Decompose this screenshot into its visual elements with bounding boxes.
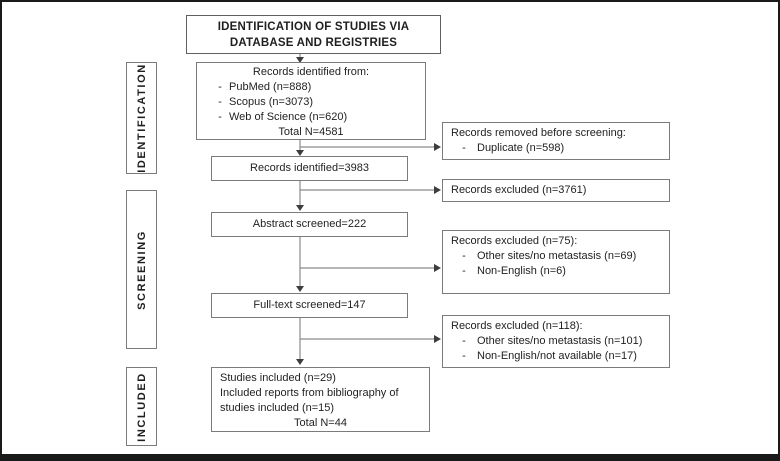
fulltext-screened-text: Full-text screened=147 <box>253 299 366 311</box>
records-removed-header: Records removed before screening: <box>451 127 626 139</box>
arrow-right-icon <box>434 186 441 194</box>
title-box: IDENTIFICATION OF STUDIES VIA DATABASE A… <box>186 15 441 54</box>
list-item: - Duplicate (n=598) <box>451 141 663 156</box>
bullet-dash: - <box>462 265 466 277</box>
phase-box-identification: IDENTIFICATION <box>126 62 157 174</box>
bullet-dash: - <box>462 335 466 347</box>
fulltext-screened-box: Full-text screened=147 <box>211 293 408 318</box>
list-item: - Non-English/not available (n=17) <box>451 349 663 364</box>
arrow-right-icon <box>434 264 441 272</box>
source-pubmed: PubMed (n=888) <box>229 81 312 93</box>
phase-box-screening: SCREENING <box>126 190 157 349</box>
source-web-of-science: Web of Science (n=620) <box>229 111 348 123</box>
records-excluded-3761-text: Records excluded (n=3761) <box>451 184 587 196</box>
excluded-other-sites-69: Other sites/no metastasis (n=69) <box>477 250 637 262</box>
bullet-dash: - <box>218 111 222 123</box>
bullet-dash: - <box>462 142 466 154</box>
bullet-dash: - <box>462 350 466 362</box>
arrow-down-icon <box>296 286 304 292</box>
list-item: - PubMed (n=888) <box>211 80 425 95</box>
included-line-2: Included reports from bibliography of <box>220 387 399 399</box>
studies-included-box: Studies included (n=29) Included reports… <box>211 367 430 432</box>
records-excluded-3761-box: Records excluded (n=3761) <box>442 179 670 202</box>
list-item: - Other sites/no metastasis (n=101) <box>451 334 663 349</box>
records-identified-from-box: Records identified from: - PubMed (n=888… <box>196 62 426 140</box>
duplicate-count: Duplicate (n=598) <box>477 142 565 154</box>
bullet-dash: - <box>462 250 466 262</box>
phase-label-identification: IDENTIFICATION <box>135 63 148 173</box>
included-line-3: studies included (n=15) <box>220 402 335 414</box>
title-line-1: IDENTIFICATION OF STUDIES VIA <box>217 20 410 33</box>
title-line-2: DATABASE AND REGISTRIES <box>229 36 398 49</box>
records-excluded-118-header: Records excluded (n=118): <box>451 320 583 332</box>
arrow-right-icon <box>434 335 441 343</box>
excluded-non-english-6: Non-English (n=6) <box>477 265 566 277</box>
records-identified-box: Records identified=3983 <box>211 156 408 181</box>
arrow-down-icon <box>296 57 304 63</box>
list-item: - Other sites/no metastasis (n=69) <box>451 249 663 264</box>
list-item: - Scopus (n=3073) <box>211 95 425 110</box>
records-from-header: Records identified from: <box>252 66 370 78</box>
arrow-down-icon <box>296 359 304 365</box>
bullet-dash: - <box>218 81 222 93</box>
abstract-screened-box: Abstract screened=222 <box>211 212 408 237</box>
arrow-down-icon <box>296 205 304 211</box>
records-identified-text: Records identified=3983 <box>250 162 369 174</box>
records-excluded-75-box: Records excluded (n=75): - Other sites/n… <box>442 230 670 294</box>
list-item: - Web of Science (n=620) <box>211 110 425 125</box>
records-from-total: Total N=4581 <box>278 126 344 138</box>
phase-label-screening: SCREENING <box>135 229 148 310</box>
excluded-other-sites-101: Other sites/no metastasis (n=101) <box>477 335 643 347</box>
included-total: Total N=44 <box>294 417 347 429</box>
phase-box-included: INCLUDED <box>126 367 157 446</box>
abstract-screened-text: Abstract screened=222 <box>252 218 367 230</box>
list-item: - Non-English (n=6) <box>451 264 663 279</box>
excluded-not-available-17: Non-English/not available (n=17) <box>477 350 637 362</box>
arrow-right-icon <box>434 143 441 151</box>
bullet-dash: - <box>218 96 222 108</box>
source-scopus: Scopus (n=3073) <box>229 96 314 108</box>
phase-label-included: INCLUDED <box>135 371 148 442</box>
records-excluded-118-box: Records excluded (n=118): - Other sites/… <box>442 315 670 368</box>
arrow-down-icon <box>296 150 304 156</box>
records-removed-box: Records removed before screening: - Dupl… <box>442 122 670 160</box>
records-excluded-75-header: Records excluded (n=75): <box>451 235 578 247</box>
included-line-1: Studies included (n=29) <box>220 372 336 384</box>
